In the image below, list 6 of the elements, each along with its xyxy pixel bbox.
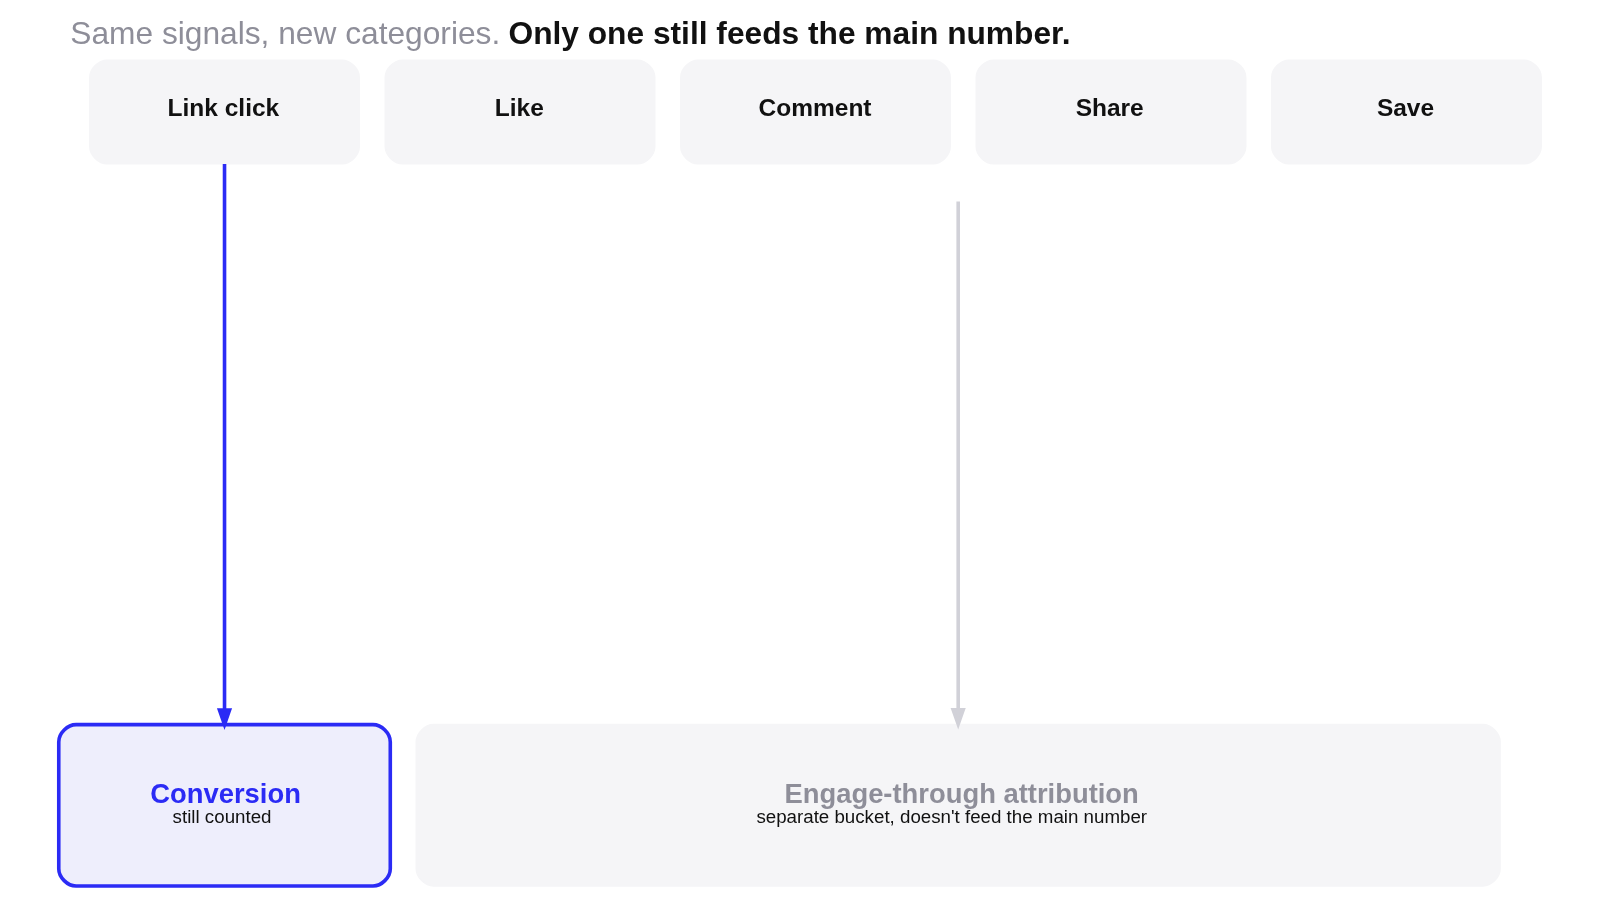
node-box: Conversion still counted: [56, 722, 393, 888]
diagram-title: Same signals, new categories. Only one still feeds the main number.: [70, 14, 1071, 51]
node-box: Engage-through attribution separate bucket, doesn't feed the main number: [415, 723, 1501, 887]
arrow: [216, 164, 233, 730]
arrow: [950, 201, 966, 730]
node-box: Link click: [89, 59, 361, 165]
